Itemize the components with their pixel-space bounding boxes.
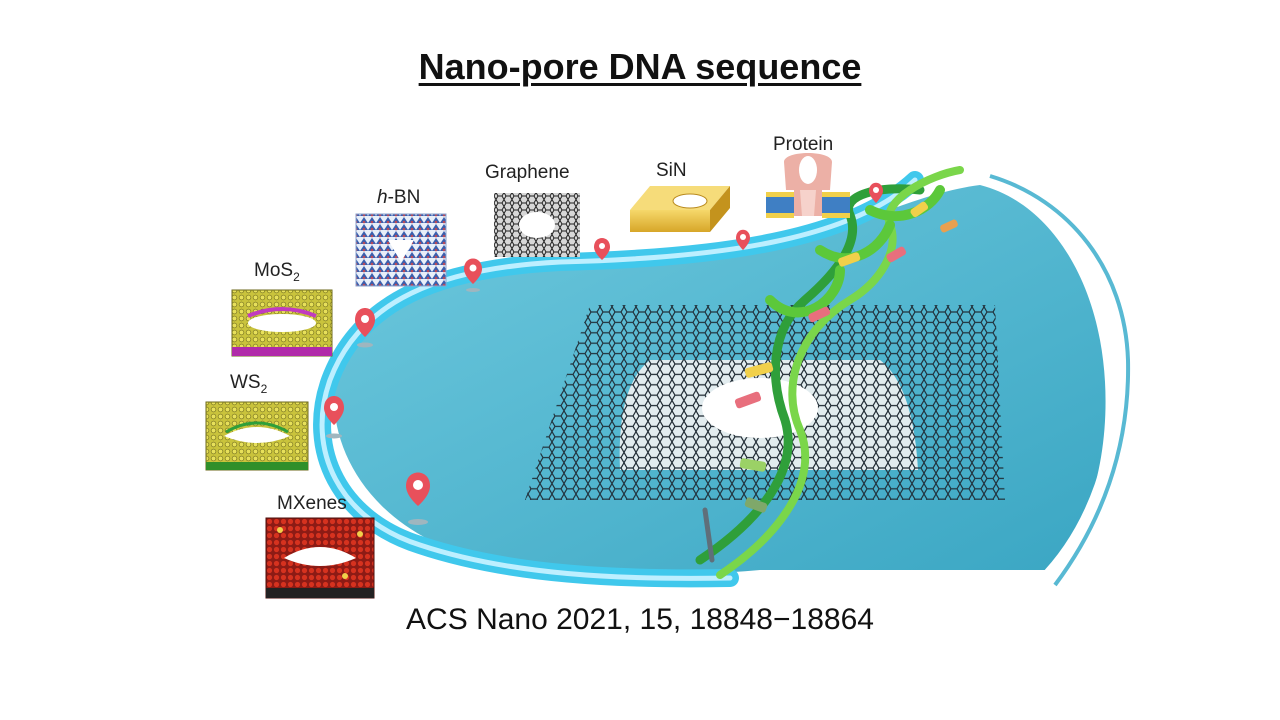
tile-mos2	[231, 289, 333, 357]
tile-ws2	[205, 401, 309, 471]
citation: ACS Nano 2021, 15, 18848−18864	[406, 603, 874, 636]
tile-mxenes	[265, 517, 375, 599]
pin-mxenes-icon	[406, 472, 430, 525]
label-hbn: h-BN	[377, 187, 421, 208]
graphene-membrane	[525, 305, 1005, 500]
label-sin: SiN	[656, 160, 687, 181]
label-protein: Protein	[773, 134, 834, 155]
label-graphene: Graphene	[485, 162, 570, 183]
tile-protein	[766, 153, 850, 218]
tile-graphene	[494, 193, 580, 257]
pin-sin-icon	[736, 229, 750, 250]
pin-mos2-icon	[355, 308, 375, 348]
slide-title: Nano-pore DNA sequence	[0, 46, 1280, 88]
tile-sin	[630, 186, 730, 232]
label-ws2: WS2	[230, 372, 268, 396]
label-mxenes: MXenes	[277, 493, 347, 514]
pin-graphene-icon	[594, 238, 610, 260]
tile-hbn	[355, 213, 447, 287]
label-mos2: MoS2	[254, 260, 300, 284]
track-pins	[324, 182, 883, 525]
pin-hbn-icon	[464, 258, 482, 292]
slide-title-text: Nano-pore DNA sequence	[418, 46, 862, 87]
pin-protein-icon	[869, 182, 883, 203]
pool-rim-outer	[989, 174, 1131, 587]
pin-ws2-icon	[324, 396, 344, 439]
dna-helix	[695, 166, 964, 579]
